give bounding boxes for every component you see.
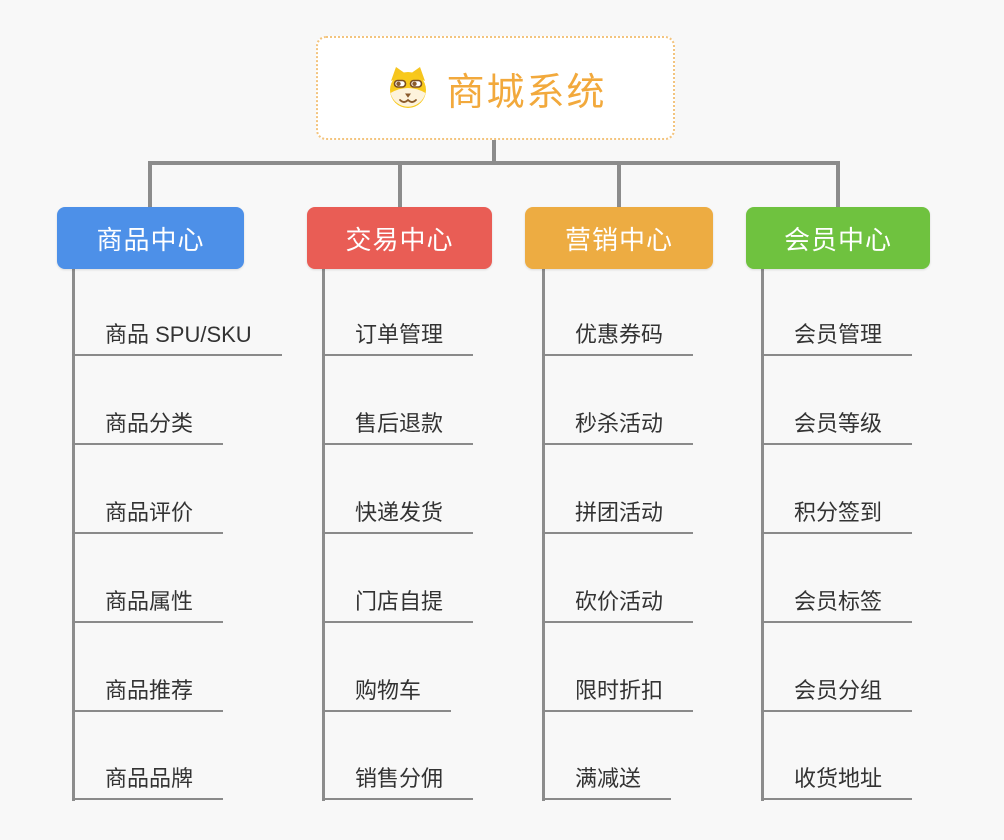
root-topic-node[interactable]: 商城系统 — [316, 36, 675, 140]
leaf-topic[interactable]: 商品 SPU/SKU — [72, 320, 282, 356]
leaf-topic[interactable]: 满减送 — [542, 764, 672, 800]
leaf-topic[interactable]: 砍价活动 — [542, 587, 694, 623]
branch-label: 商品中心 — [96, 224, 205, 255]
leaf-topic[interactable]: 会员等级 — [761, 409, 913, 445]
connector-root-vertical — [492, 138, 496, 163]
leaf-topic[interactable]: 会员标签 — [761, 587, 913, 623]
branch-node-product-center[interactable]: 商品中心 — [57, 207, 244, 269]
leaf-topic[interactable]: 限时折扣 — [542, 676, 694, 712]
leaf-topic[interactable]: 销售分佣 — [322, 764, 474, 800]
branch-label: 会员中心 — [783, 224, 892, 255]
connector-drop — [617, 161, 621, 207]
branch-trunk-line — [542, 269, 545, 801]
leaf-topic[interactable]: 商品分类 — [72, 409, 224, 445]
leaf-topic[interactable]: 商品属性 — [72, 587, 224, 623]
leaf-topic[interactable]: 快递发货 — [322, 498, 474, 534]
branch-trunk-line — [72, 269, 75, 801]
connector-drop — [148, 161, 152, 207]
leaf-topic[interactable]: 商品品牌 — [72, 764, 224, 800]
dog-face-icon — [384, 64, 432, 112]
branch-trunk-line — [322, 269, 325, 801]
leaf-topic[interactable]: 购物车 — [322, 676, 452, 712]
leaf-topic[interactable]: 优惠券码 — [542, 320, 694, 356]
leaf-topic[interactable]: 收货地址 — [761, 764, 913, 800]
leaf-topic[interactable]: 门店自提 — [322, 587, 474, 623]
leaf-topic[interactable]: 会员管理 — [761, 320, 913, 356]
leaf-topic[interactable]: 拼团活动 — [542, 498, 694, 534]
branch-trunk-line — [761, 269, 764, 801]
root-topic-label: 商城系统 — [446, 71, 607, 114]
branch-label: 营销中心 — [564, 224, 673, 255]
branch-node-trade-center[interactable]: 交易中心 — [307, 207, 492, 269]
leaf-topic[interactable]: 售后退款 — [322, 409, 474, 445]
branch-node-marketing-center[interactable]: 营销中心 — [525, 207, 713, 269]
branch-node-member-center[interactable]: 会员中心 — [746, 207, 930, 269]
connector-drop — [398, 161, 402, 207]
leaf-topic[interactable]: 秒杀活动 — [542, 409, 694, 445]
leaf-topic[interactable]: 积分签到 — [761, 498, 913, 534]
leaf-topic[interactable]: 订单管理 — [322, 320, 474, 356]
connector-drop — [836, 161, 840, 207]
leaf-topic[interactable]: 商品推荐 — [72, 676, 224, 712]
branch-label: 交易中心 — [345, 224, 454, 255]
leaf-topic[interactable]: 商品评价 — [72, 498, 224, 534]
connector-main-horizontal — [148, 161, 840, 165]
leaf-topic[interactable]: 会员分组 — [761, 676, 913, 712]
